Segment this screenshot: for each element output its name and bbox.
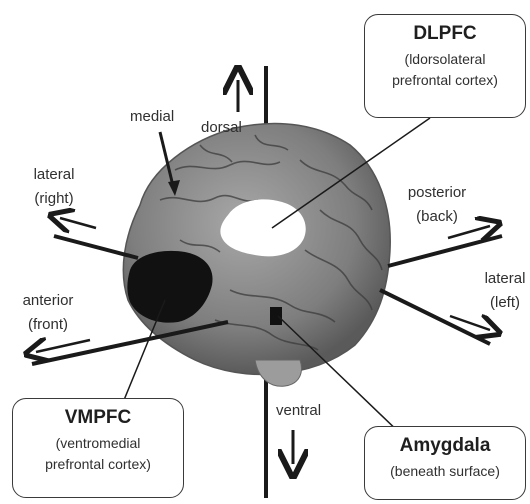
- dlpfc-title: DLPFC: [365, 23, 525, 45]
- dlpfc-box: DLPFC (ldorsolateral prefrontal cortex): [364, 14, 526, 118]
- ventral-label: ventral: [276, 402, 321, 420]
- posterior-label: posterior (back): [396, 184, 478, 226]
- lateral-right-arrow: [60, 218, 96, 228]
- lateral-right-label: lateral (right): [18, 166, 90, 208]
- posterior-arrow: [448, 226, 490, 238]
- amygdala-box: Amygdala (beneath surface): [364, 426, 526, 500]
- amygdala-title: Amygdala: [365, 435, 525, 457]
- brain-image: [123, 123, 390, 386]
- amygdala-region: [270, 307, 282, 325]
- vmpfc-box: VMPFC (ventromedial prefrontal cortex): [12, 398, 184, 498]
- lateral-left-label: lateral (left): [480, 270, 530, 312]
- vmpfc-description: (ventromedial prefrontal cortex): [13, 433, 183, 475]
- lateral-left-axis: [380, 290, 490, 344]
- dlpfc-description: (ldorsolateral prefrontal cortex): [365, 49, 525, 91]
- amygdala-description: (beneath surface): [365, 461, 525, 482]
- vmpfc-title: VMPFC: [13, 407, 183, 429]
- medial-label: medial: [130, 108, 174, 126]
- anterior-label: anterior (front): [8, 292, 88, 334]
- anterior-arrow: [36, 340, 90, 352]
- dorsal-label: dorsal: [201, 119, 242, 137]
- posterior-axis: [388, 236, 502, 266]
